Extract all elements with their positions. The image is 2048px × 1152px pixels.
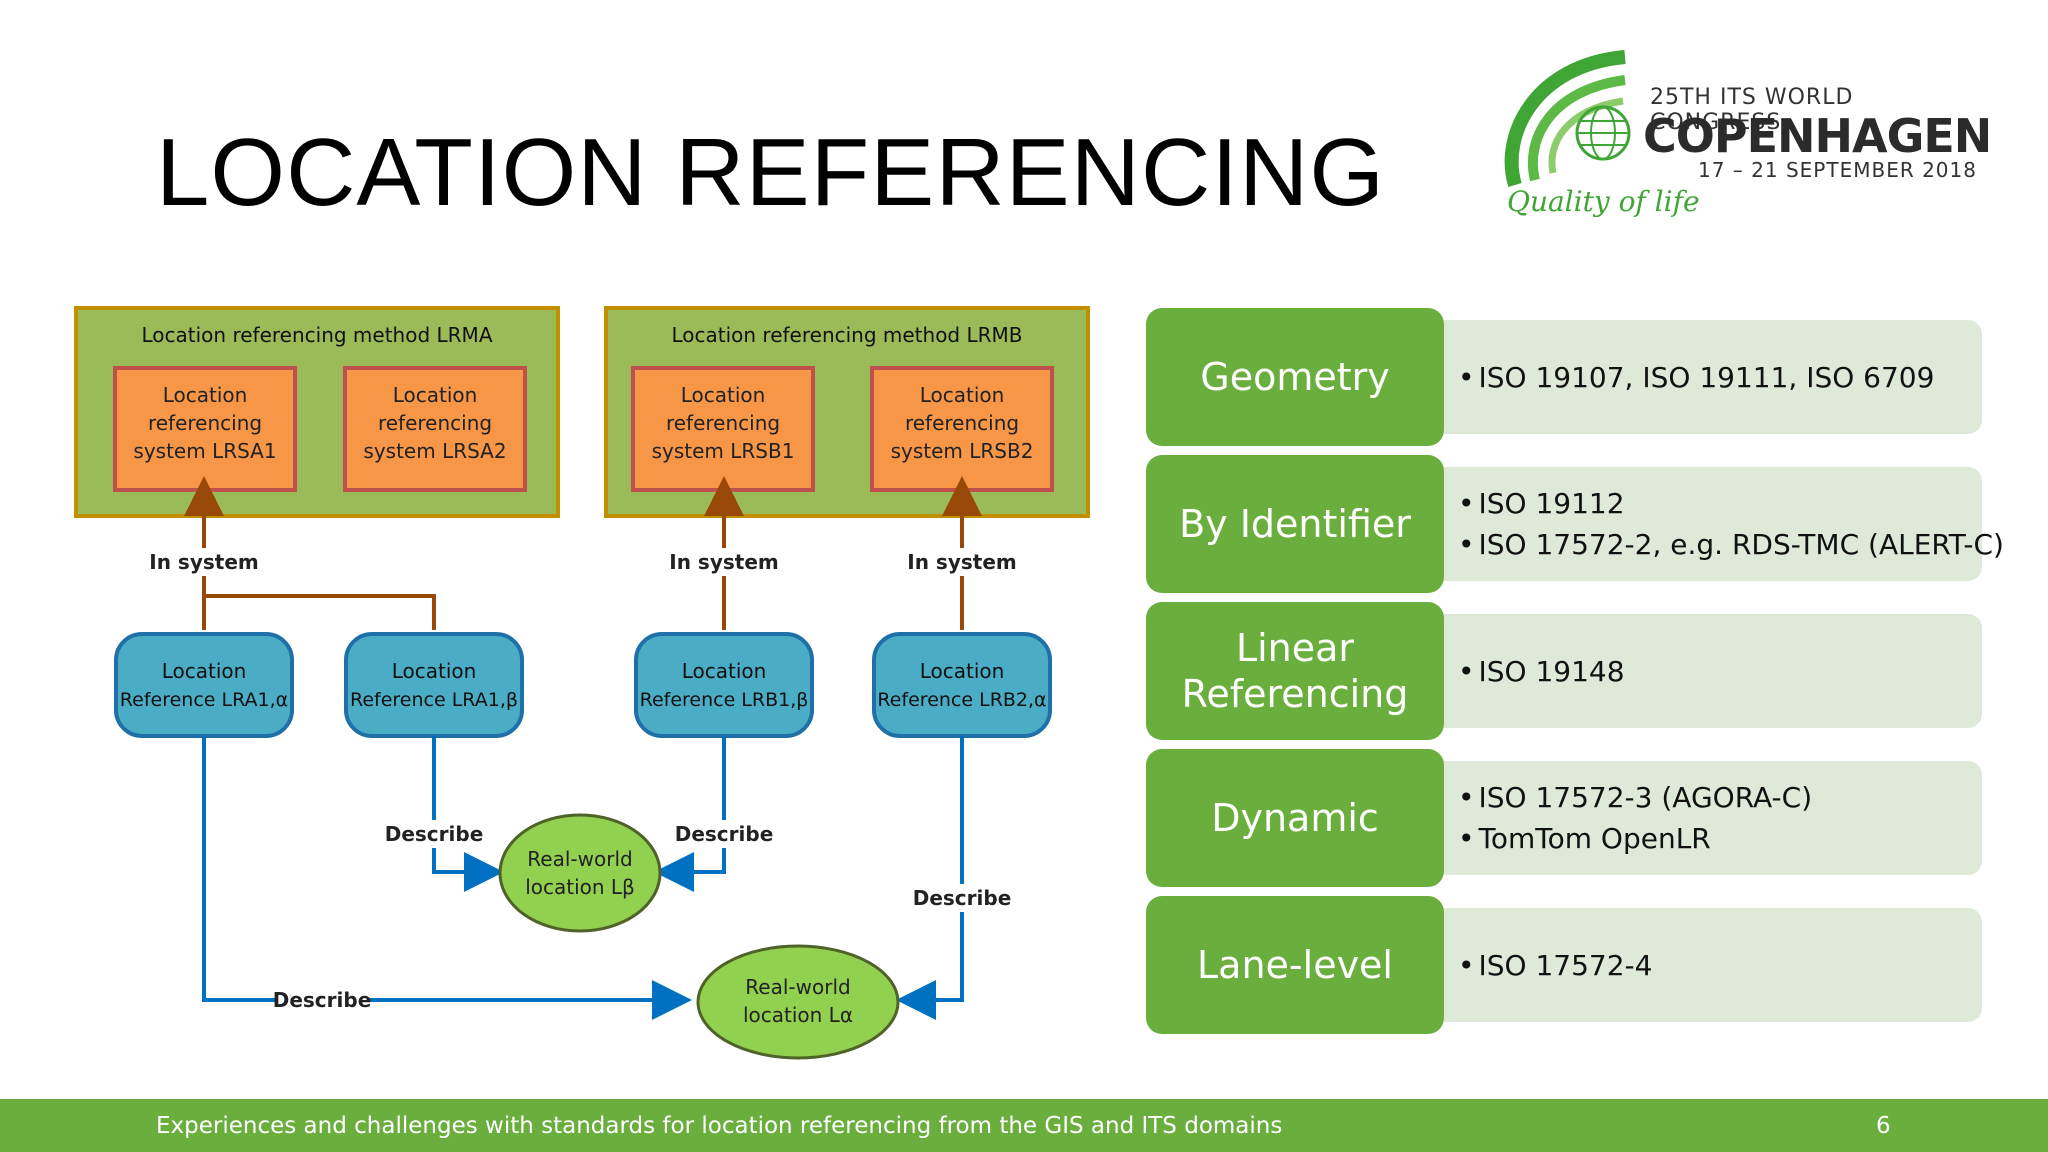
- detail-lane-level: ISO 17572-4: [1444, 908, 1982, 1022]
- detail-item: ISO 17572-2, e.g. RDS-TMC (ALERT-C): [1458, 524, 2004, 565]
- lrs-b1-line1: Location: [681, 383, 766, 407]
- lr-b1-beta-line1: Location: [682, 659, 767, 683]
- lrm-diagram: Location referencing method LRMA Locatio…: [74, 306, 1090, 1060]
- detail-item: ISO 19107, ISO 19111, ISO 6709: [1458, 357, 1982, 398]
- describe-label-4: Describe: [273, 988, 372, 1012]
- lrs-a2-line1: Location: [393, 383, 478, 407]
- footer-bar: Experiences and challenges with standard…: [0, 1099, 2048, 1152]
- rw-alpha-line2: location Lα: [743, 1003, 853, 1027]
- lr-a1-beta-line1: Location: [392, 659, 477, 683]
- category-dynamic: Dynamic: [1146, 749, 1444, 887]
- real-world-location-beta: [498, 813, 662, 933]
- category-geometry: Geometry: [1146, 308, 1444, 446]
- describe-label-3: Describe: [913, 886, 1012, 910]
- detail-item: TomTom OpenLR: [1458, 818, 1982, 859]
- lrs-a2-line2: referencing: [378, 411, 492, 435]
- lr-a1-beta-box: [344, 632, 524, 738]
- lr-b2-alpha-line1: Location: [920, 659, 1005, 683]
- logo-line-1: 25TH ITS WORLD CONGRESS: [1650, 85, 1854, 135]
- in-system-label-b2: In system: [907, 550, 1016, 574]
- describe-label-1: Describe: [385, 822, 484, 846]
- lr-b1-beta-box: [634, 632, 814, 738]
- lr-a1-beta-line2: Reference LRA1,β: [350, 689, 518, 711]
- category-label: Linear Referencing: [1181, 626, 1409, 716]
- real-world-location-alpha: [696, 944, 900, 1060]
- detail-item: ISO 19148: [1458, 651, 1982, 692]
- lrs-b2-box: [870, 366, 1054, 492]
- describe-arrow-b1-beta: [654, 736, 726, 892]
- rw-beta-line2: location Lβ: [525, 875, 635, 899]
- detail-geometry: ISO 19107, ISO 19111, ISO 6709: [1444, 320, 1982, 434]
- lr-a1-alpha-box: [114, 632, 294, 738]
- lrs-a1-line1: Location: [163, 383, 248, 407]
- lr-b2-alpha-box: [872, 632, 1052, 738]
- detail-item: ISO 17572-4: [1458, 945, 1982, 986]
- lr-b2-alpha-line2: Reference LRB2,α: [877, 689, 1046, 711]
- lr-a1-alpha-line2: Reference LRA1,α: [120, 689, 288, 711]
- in-system-label-b1: In system: [669, 550, 778, 574]
- lrs-a2-box: [343, 366, 527, 492]
- rw-beta-line1: Real-world: [527, 847, 632, 871]
- lr-a1-alpha-line1: Location: [162, 659, 247, 683]
- lrs-a1-line2: referencing: [148, 411, 262, 435]
- category-linear-referencing: Linear Referencing: [1146, 602, 1444, 740]
- category-by-identifier: By Identifier: [1146, 455, 1444, 593]
- logo-tagline: Quality of life: [1507, 185, 1700, 218]
- detail-by-identifier: ISO 19112 ISO 17572-2, e.g. RDS-TMC (ALE…: [1444, 467, 2004, 581]
- lrm-a-label: Location referencing method LRMA: [142, 323, 493, 347]
- globe-swoosh-icon: [1504, 50, 1631, 188]
- lrs-a1-line3: system LRSA1: [133, 439, 276, 463]
- detail-linear-referencing: ISO 19148: [1444, 614, 1982, 728]
- detail-item: ISO 19112: [1458, 483, 1982, 524]
- describe-arrow-a1-alpha: [202, 736, 692, 1020]
- in-system-label-a: In system: [149, 550, 258, 574]
- category-lane-level: Lane-level: [1146, 896, 1444, 1034]
- footer-text: Experiences and challenges with standard…: [156, 1113, 1283, 1139]
- page-number: 6: [1876, 1113, 1891, 1139]
- describe-arrow-a1-beta: [432, 736, 504, 892]
- lrs-b1-line3: system LRSB1: [652, 439, 795, 463]
- lrs-b2-line3: system LRSB2: [891, 439, 1034, 463]
- rw-alpha-line1: Real-world: [745, 975, 850, 999]
- detail-dynamic: ISO 17572-3 (AGORA-C) TomTom OpenLR: [1444, 761, 1982, 875]
- lrs-b2-line2: referencing: [905, 411, 1019, 435]
- logo-line-3: 17 – 21 SEPTEMBER 2018: [1698, 158, 1977, 182]
- lrs-b1-line2: referencing: [666, 411, 780, 435]
- lrs-b2-line1: Location: [920, 383, 1005, 407]
- lrs-b1-box: [631, 366, 815, 492]
- lrm-b-label: Location referencing method LRMB: [671, 323, 1022, 347]
- lrs-a2-line3: system LRSA2: [363, 439, 506, 463]
- detail-item: ISO 17572-3 (AGORA-C): [1458, 777, 1982, 818]
- congress-logo: 25TH ITS WORLD CONGRESS COPENHAGEN 17 – …: [1495, 45, 1992, 235]
- page-title: LOCATION REFERENCING: [156, 119, 1385, 226]
- logo-line-2: COPENHAGEN: [1643, 109, 1992, 163]
- describe-label-2: Describe: [675, 822, 774, 846]
- in-system-branch-a: [204, 594, 436, 630]
- lr-b1-beta-line2: Reference LRB1,β: [640, 689, 809, 711]
- describe-arrow-b2-alpha: [896, 736, 964, 1020]
